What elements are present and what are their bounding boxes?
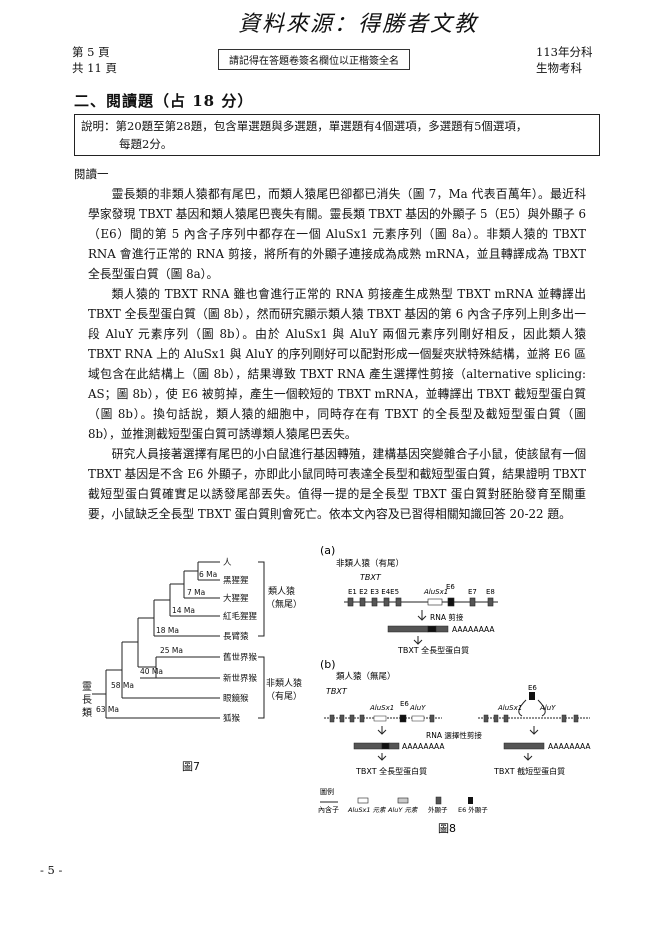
node-63ma: 63 Ma — [96, 705, 119, 714]
node-58ma: 58 Ma — [111, 681, 134, 690]
panel-b-polyA-trunc: AAAAAAAA — [548, 742, 591, 751]
panel-a-splice: RNA 剪接 — [430, 612, 464, 622]
panel-a-gene: TBXT — [360, 573, 382, 582]
node-6ma: 6 Ma — [199, 570, 217, 579]
panel-a-polyA: AAAAAAAA — [452, 625, 495, 634]
group-ape-note: （無尾） — [266, 598, 302, 610]
panel-b-alusx: AluSx1 — [369, 704, 394, 712]
panel-b-full-protein: TBXT 全長型蛋白質 — [355, 766, 427, 776]
subject: 生物考科 — [536, 61, 582, 75]
group-nonape-note: （有尾） — [266, 690, 302, 702]
instructions-line2: 每題2分。 — [119, 137, 173, 151]
panel-b-polyA-full: AAAAAAAA — [402, 742, 445, 751]
hairpin-aluy: AluY — [539, 704, 556, 712]
panel-b-trunc-protein: TBXT 截短型蛋白質 — [493, 766, 565, 776]
panel-a-alusx: AluSx1 — [423, 588, 448, 596]
reading-body: 靈長類的非類人猿都有尾巴，而類人猿尾巴卻都已消失（圖 7，Ma 代表百萬年）。最… — [88, 184, 586, 524]
legend-e6: E6 外顯子 — [458, 805, 488, 814]
root-label-2: 長 — [82, 694, 92, 706]
taxon-orangutan: 紅毛猩猩 — [223, 611, 258, 622]
figure-7-caption: 圖7 — [182, 760, 200, 773]
taxon-chimp: 黑猩猩 — [223, 575, 249, 586]
node-25ma: 25 Ma — [160, 646, 183, 655]
figure-8-caption: 圖8 — [438, 822, 456, 835]
node-18ma: 18 Ma — [156, 626, 179, 635]
paragraph-2: 類人猿的 TBXT RNA 雖也會進行正常的 RNA 剪接產生成熟型 TBXT … — [88, 287, 586, 441]
instructions-box: 說明：第20題至第28題，包含單選題與多選題，單選題有4個選項，多選題有5個選項… — [74, 114, 600, 156]
panel-a-full-protein: TBXT 全長型蛋白質 — [397, 645, 469, 655]
panel-a-e8: E8 — [486, 588, 495, 596]
panel-b-label: (b) — [320, 658, 336, 671]
root-label-3: 類 — [82, 707, 92, 719]
panel-a-e6: E6 — [446, 583, 455, 591]
legend-aluy: AluY 元素 — [387, 806, 419, 814]
legend-title: 圖例 — [320, 787, 334, 796]
group-nonape: 非類人猿 — [266, 677, 302, 689]
figure-8-splicing: (a) 非類人猿（有尾） TBXT E1 E2 E3 E4E5 AluSx1 E… — [318, 544, 591, 835]
panel-a-title: 非類人猿（有尾） — [336, 558, 404, 569]
node-14ma: 14 Ma — [172, 606, 195, 615]
node-7ma: 7 Ma — [187, 588, 205, 597]
handwritten-source: 資料來源：得勝者文教 — [238, 12, 479, 37]
root-label-1: 靈 — [82, 681, 92, 693]
hairpin-alusx: AluSx1 — [497, 704, 522, 712]
panel-b-gene: TBXT — [326, 687, 348, 696]
paragraph-3: 研究人員接著選擇有尾巴的小白鼠進行基因轉殖，建構基因突變雜合子小鼠，使該鼠有一個… — [88, 447, 586, 521]
panel-a-label: (a) — [320, 544, 335, 557]
panel-a-exons-left: E1 E2 E3 E4E5 — [348, 588, 399, 596]
paragraph-1: 靈長類的非類人猿都有尾巴，而類人猿尾巴卻都已消失（圖 7，Ma 代表百萬年）。最… — [88, 187, 586, 281]
node-40ma: 40 Ma — [140, 667, 163, 676]
taxon-tarsier: 眼鏡猴 — [223, 693, 249, 704]
legend-alusx: AluSx1 元素 — [347, 806, 387, 814]
taxon-old-world-monkey: 舊世界猴 — [223, 652, 258, 663]
panel-b-title: 類人猿（無尾） — [336, 671, 396, 682]
taxon-gibbon: 長臂猿 — [223, 631, 249, 642]
total-pages: 共 11 頁 — [72, 61, 117, 75]
signature-notice: 請記得在答題卷簽名欄位以正楷簽全名 — [218, 49, 410, 70]
legend-exon: 外顯子 — [428, 805, 448, 814]
taxon-lemur: 狐猴 — [223, 713, 241, 724]
page-footer: - 5 - — [40, 863, 63, 877]
exam-year: 113年分科 — [536, 45, 593, 59]
taxon-human: 人 — [223, 558, 232, 568]
panel-b-e6: E6 — [400, 700, 409, 708]
group-ape: 類人猿 — [268, 585, 295, 597]
figure-7-tree: 人 黑猩猩 大猩猩 紅毛猩猩 長臂猿 舊世界猴 新世界猴 眼鏡猴 狐猴 6 Ma… — [82, 558, 302, 773]
legend-intron: 內含子 — [318, 805, 339, 814]
panel-a-e7: E7 — [468, 588, 477, 596]
panel-b-aluy: AluY — [409, 704, 426, 712]
section-title: 二、閱讀題（占 18 分） — [74, 92, 254, 110]
reading-label: 閱讀一 — [74, 167, 109, 181]
page-number: 第 5 頁 — [72, 45, 110, 59]
instructions-line1: 說明：第20題至第28題，包含單選題與多選題，單選題有4個選項，多選題有5個選項… — [81, 119, 528, 133]
panel-b-as-splice: RNA 選擇性剪接 — [426, 730, 482, 740]
taxon-new-world-monkey: 新世界猴 — [223, 673, 258, 684]
taxon-gorilla: 大猩猩 — [223, 593, 249, 604]
hairpin-e6: E6 — [528, 684, 537, 692]
